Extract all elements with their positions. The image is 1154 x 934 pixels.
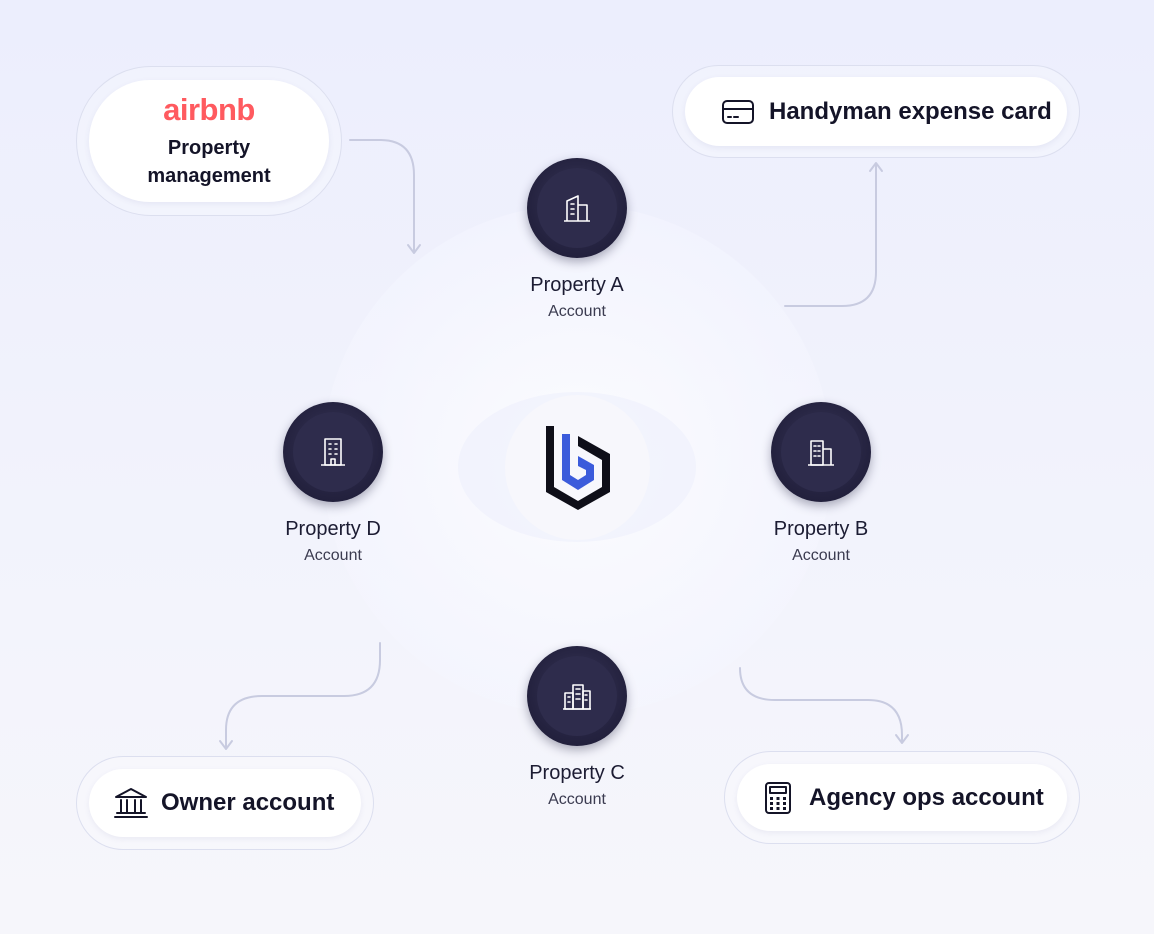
connector-owner-arrow (219, 740, 233, 750)
handyman-card-label: Handyman expense card (769, 97, 1052, 125)
connector-airbnb (349, 139, 415, 253)
connector-agency (739, 667, 903, 743)
property-d-subtitle: Account (304, 547, 362, 564)
property-d-badge (283, 402, 383, 502)
property-a-title: Property A (530, 274, 624, 296)
property-b-title: Property B (773, 518, 869, 540)
property-d-title: Property D (285, 518, 381, 540)
connector-handyman-arrow (869, 162, 883, 172)
bank-icon (114, 788, 148, 818)
connector-owner (225, 642, 381, 749)
connector-handyman (784, 163, 877, 307)
property-a-subtitle: Account (548, 303, 606, 320)
brand-logo-icon (545, 425, 610, 510)
owner-card-inner: Owner account (89, 769, 361, 837)
building-icon (564, 195, 590, 222)
hub-logo-circle (505, 395, 650, 540)
airbnb-card-inner: airbnb Property management (89, 80, 329, 202)
agency-ops-label: Agency ops account (809, 783, 1044, 811)
property-c-title: Property C (529, 762, 625, 784)
tower-building-icon (321, 438, 345, 466)
property-a-node[interactable]: Property A Account (487, 158, 667, 321)
owner-account-card[interactable]: Owner account (76, 756, 374, 850)
property-a-badge (527, 158, 627, 258)
property-b-node[interactable]: Property B Account (731, 402, 911, 565)
property-b-badge (771, 402, 871, 502)
airbnb-logo: airbnb (163, 92, 255, 127)
airbnb-property-management-card[interactable]: airbnb Property management (76, 66, 342, 216)
property-b-subtitle: Account (792, 547, 850, 564)
property-c-badge (527, 646, 627, 746)
agency-card-inner: Agency ops account (737, 764, 1067, 831)
airbnb-card-label: Property management (147, 134, 270, 190)
calculator-icon (765, 781, 791, 814)
property-d-node[interactable]: Property D Account (243, 402, 423, 565)
handyman-expense-card[interactable]: Handyman expense card (672, 65, 1080, 158)
owner-account-label: Owner account (161, 789, 335, 816)
connector-agency-arrow (895, 734, 909, 744)
office-buildings-icon (563, 684, 591, 710)
airbnb-card-line1: Property (167, 137, 251, 159)
property-c-node[interactable]: Property C Account (487, 646, 667, 809)
property-c-subtitle: Account (548, 791, 606, 808)
handyman-card-inner: Handyman expense card (685, 77, 1067, 146)
airbnb-card-line2: management (147, 165, 271, 187)
credit-card-icon (722, 99, 754, 124)
connector-airbnb-arrow (407, 244, 421, 254)
building-icon (808, 440, 834, 466)
agency-ops-account-card[interactable]: Agency ops account (724, 751, 1080, 844)
